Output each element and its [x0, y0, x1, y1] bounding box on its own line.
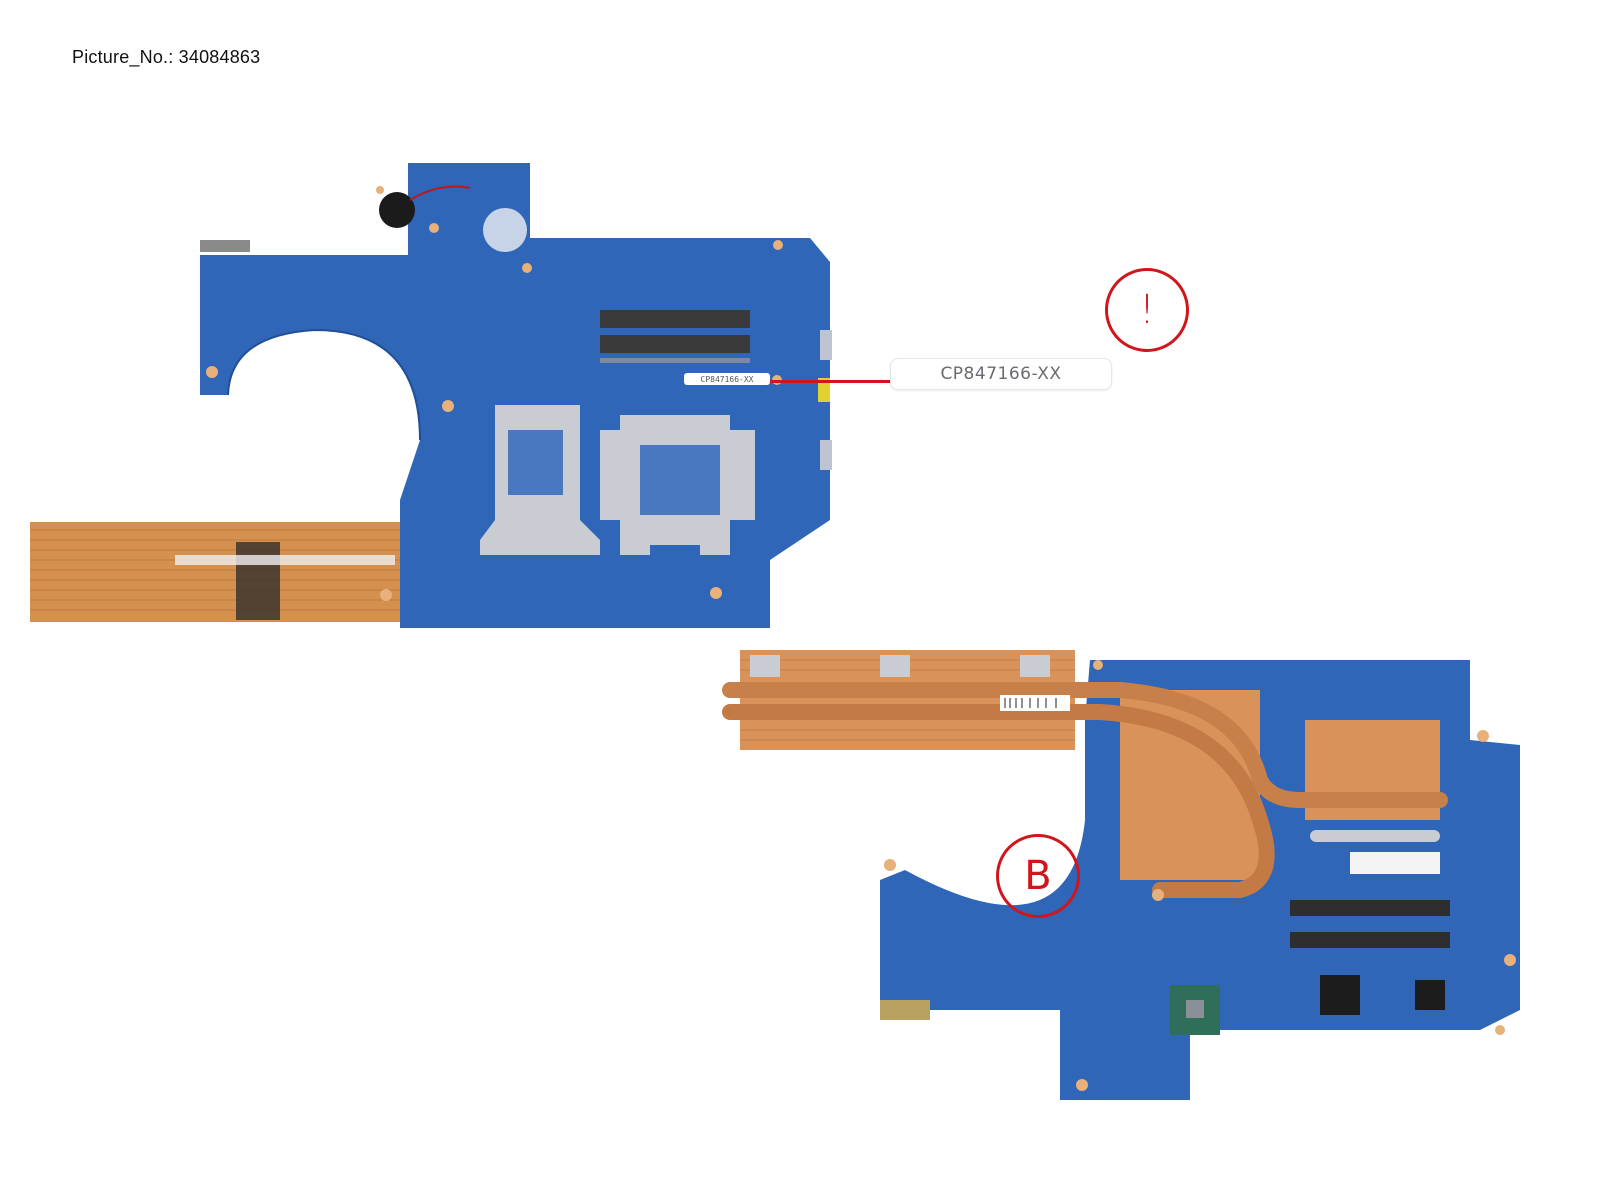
- heatsink-fins: [740, 650, 1075, 750]
- heatsink-fins: [30, 522, 400, 622]
- part-number-callout: CP847166-XX: [890, 358, 1112, 390]
- callout-leader-line: [770, 380, 908, 383]
- warning-symbol: !: [1138, 287, 1156, 333]
- warning-icon: !: [1105, 268, 1189, 352]
- cpu-bracket: [600, 415, 755, 555]
- gpu-bracket: [480, 405, 600, 555]
- picture-number: Picture_No.: 34084863: [72, 47, 261, 67]
- ram-slots: [600, 310, 750, 363]
- board-part-sticker: CP847166-XX: [684, 373, 770, 385]
- view-marker-b: B: [996, 834, 1080, 918]
- ram-slots: [1290, 900, 1450, 948]
- view-marker-letter: B: [1024, 853, 1052, 899]
